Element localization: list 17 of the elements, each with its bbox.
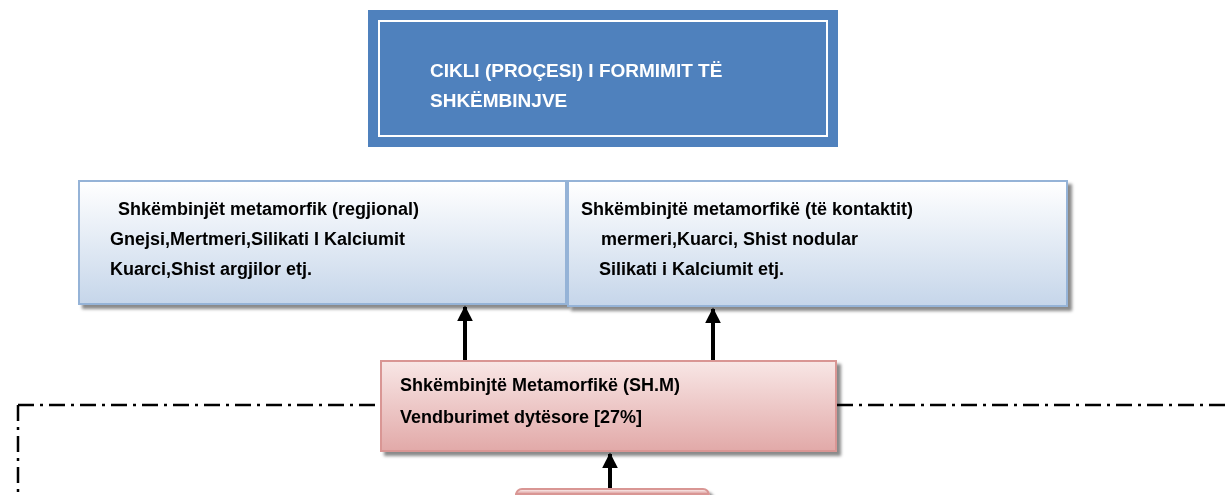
rock-type-label: Silikati i Kalciumit etj.: [599, 258, 785, 280]
rock-type-label: Vendburimet dytësore [27%]: [400, 406, 643, 428]
heading-label: CIKLI (PROÇESI) I FORMIMIT TË SHKËMBINJVE: [430, 59, 724, 113]
arrow: [705, 307, 721, 360]
rock-type-label: mermeri,Kuarci, Shist nodular: [601, 228, 859, 250]
rock-type-box: [380, 360, 837, 452]
rock-type-label: Shkëmbinjtë metamorfikë (të kontaktit): [581, 198, 914, 220]
rock-type-label: Shkëmbinjët metamorfik (regjional): [118, 198, 420, 220]
rock-type-label: Kuarci,Shist argjilor etj.: [110, 258, 313, 280]
rock-type-label: Gnejsi,Mertmeri,Silikati I Kalciumit: [110, 228, 406, 250]
rock-type-box: [567, 180, 1068, 307]
rock-type-box: [78, 180, 567, 305]
arrow: [457, 305, 473, 360]
rounded-box: [515, 488, 710, 495]
arrow: [602, 452, 618, 488]
rock-type-label: Shkëmbinjtë Metamorfikë (SH.M): [400, 374, 681, 396]
title-box: [368, 10, 838, 147]
